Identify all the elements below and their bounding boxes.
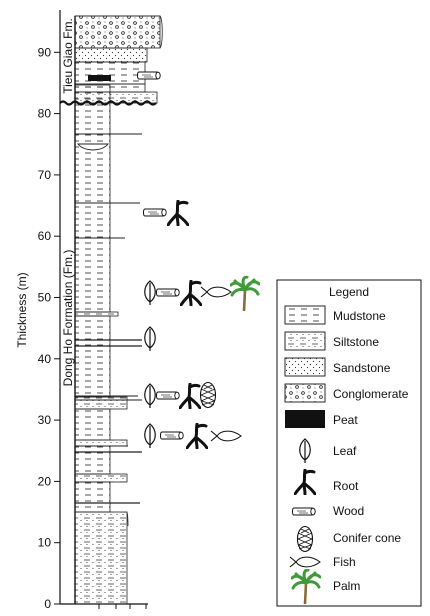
bed-mudstone — [74, 315, 111, 398]
axis-tick-label: 30 — [38, 413, 52, 427]
bed-siltstone — [74, 439, 128, 447]
bed-mudstone — [74, 84, 111, 313]
conifer-cone-icon — [199, 381, 217, 409]
axis-tick-label: 70 — [38, 168, 52, 182]
fossils-27m — [144, 423, 242, 449]
legend-label-fish: Fish — [333, 555, 356, 569]
legend-swatch-conglomerate — [284, 383, 326, 403]
bed-mudstone — [74, 445, 111, 453]
fossils-upper-wood — [137, 71, 161, 80]
legend-label-leaf: Leaf — [333, 444, 357, 458]
wood-icon — [160, 431, 184, 440]
wood-icon — [156, 391, 180, 400]
legend-conifer-cone-icon — [296, 525, 314, 553]
root-icon — [167, 200, 189, 226]
thickness-axis: 0 10 20 30 40 50 60 70 80 90 Thickness (m) — [15, 10, 148, 611]
legend: Legend Mudstone Siltstone Sandstone Cong… — [276, 279, 422, 607]
bed-siltstone — [74, 396, 128, 410]
fish-icon — [200, 286, 232, 298]
legend-title: Legend — [329, 285, 369, 299]
bed-siltstone — [74, 511, 128, 605]
legend-label-conglomerate: Conglomerate — [333, 387, 409, 401]
legend-label-siltstone: Siltstone — [333, 335, 379, 349]
wood-icon — [156, 288, 180, 297]
legend-label-root: Root — [333, 479, 359, 493]
leaf-icon — [144, 423, 156, 449]
legend-wood-icon — [292, 507, 316, 516]
bed-mudstone — [74, 481, 111, 513]
axis-label: Thickness (m) — [15, 272, 29, 347]
axis-tick-label: 50 — [38, 291, 52, 305]
legend-swatch-siltstone — [284, 331, 326, 351]
axis-tick-label: 40 — [38, 352, 52, 366]
bed-mudstone — [74, 408, 111, 441]
bed-mudstone — [74, 83, 146, 93]
root-icon — [180, 280, 202, 306]
leaf-icon — [144, 383, 156, 409]
leaf-icon — [144, 280, 156, 306]
legend-label-peat: Peat — [333, 413, 358, 427]
legend-label-sandstone: Sandstone — [333, 361, 391, 375]
palm-icon — [230, 276, 260, 312]
axis-tick-label: 10 — [38, 536, 52, 550]
bed-conglomerate — [74, 15, 161, 49]
legend-label-palm: Palm — [333, 579, 360, 593]
bed-siltstone — [74, 473, 128, 483]
bed-mudstone — [74, 451, 111, 475]
axis-tick-label: 90 — [38, 45, 52, 59]
root-icon — [186, 423, 208, 449]
legend-label-conifer-cone: Conifer cone — [333, 531, 401, 545]
formation-label-upper: Tieu Giao Fm. — [61, 18, 75, 94]
legend-label-mudstone: Mudstone — [333, 309, 386, 323]
legend-label-wood: Wood — [333, 504, 364, 518]
axis-tick-label: 60 — [38, 229, 52, 243]
bed-mudstone — [74, 61, 146, 85]
fossils-42m — [144, 326, 156, 352]
lens-feature — [77, 143, 109, 151]
fish-icon — [210, 430, 242, 442]
conglomerate-top — [75, 15, 163, 49]
fossils-33m — [144, 381, 217, 409]
bed-siltstone — [74, 311, 119, 317]
fossils-62m — [143, 200, 189, 226]
axis-tick-label: 20 — [38, 474, 52, 488]
root-icon — [179, 383, 201, 409]
fossils-50m — [144, 276, 260, 312]
stratigraphic-column — [59, 15, 163, 605]
legend-swatch-peat — [285, 410, 325, 428]
legend-swatch-mudstone — [284, 305, 326, 325]
wood-icon — [143, 208, 167, 217]
unconformity-line — [59, 100, 157, 106]
axis-tick-label: 80 — [38, 107, 52, 121]
bed-sandstone — [74, 47, 148, 63]
axis-tick-label: 0 — [44, 597, 51, 611]
wood-icon — [137, 71, 161, 80]
bed-edge — [126, 511, 129, 527]
formation-label-lower: Dong Ho Formation (Fm.) — [61, 250, 75, 387]
leaf-icon — [144, 326, 156, 352]
legend-swatch-sandstone — [284, 357, 326, 377]
